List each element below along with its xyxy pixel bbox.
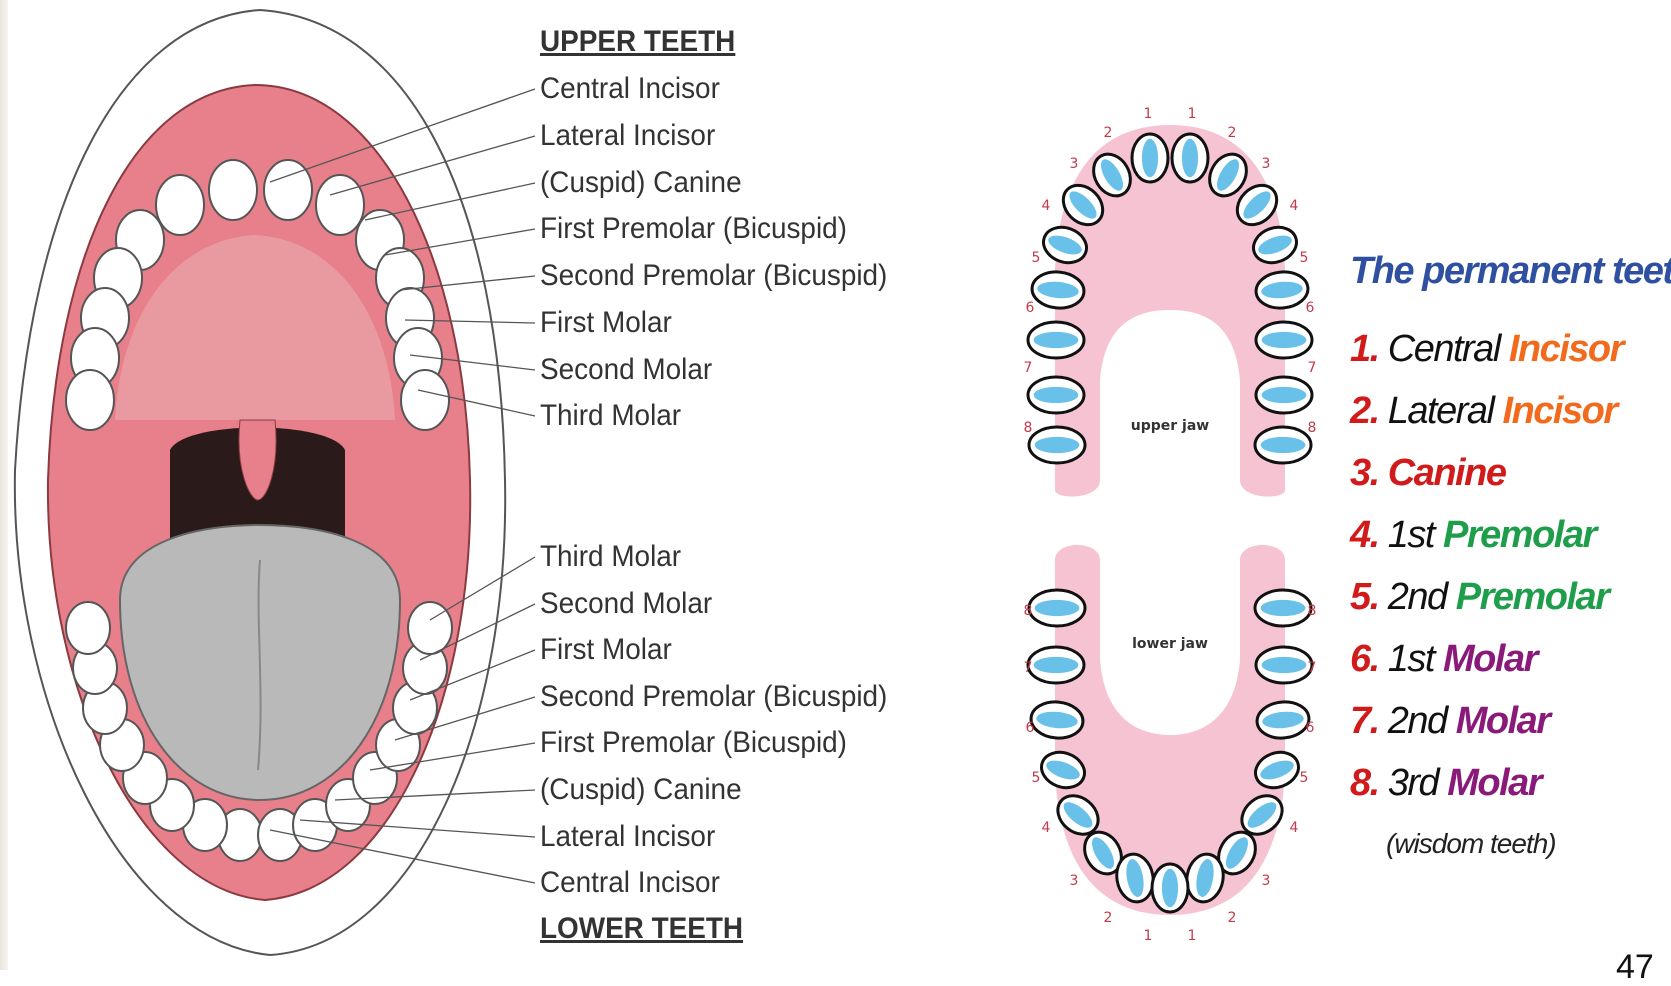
jaw-tooth: [1028, 377, 1084, 413]
jaw-tooth-number: 7: [1024, 360, 1033, 376]
jaw-tooth: [1152, 864, 1188, 912]
legend-item-ordinal: Central: [1379, 328, 1509, 370]
jaw-tooth-number: 4: [1290, 198, 1299, 214]
jaw-tooth: [1132, 134, 1168, 182]
legend-item-8: 8. 3rd Molar: [1350, 764, 1541, 802]
legend-item-ordinal: 1st: [1379, 514, 1443, 556]
jaw-tooth-number: 4: [1290, 820, 1299, 836]
jaw-tooth-number: 5: [1032, 250, 1041, 266]
legend-item-type: Molar: [1456, 700, 1550, 742]
upper-jaw-label: upper jaw: [1131, 418, 1210, 434]
jaw-tooth: [1029, 427, 1085, 463]
jaw-tooth-number: 5: [1300, 250, 1309, 266]
legend-item-3: 3. Canine: [1350, 454, 1505, 492]
legend-item-ordinal: Lateral: [1379, 390, 1503, 432]
legend-item-2: 2. Lateral Incisor: [1350, 392, 1617, 430]
jaw-tooth-number: 5: [1032, 770, 1041, 786]
legend-item-ordinal: 2nd: [1379, 700, 1456, 742]
legend-item-type: Incisor: [1509, 328, 1623, 370]
jaw-tooth: [1256, 647, 1312, 683]
jaw-tooth-number: 3: [1070, 873, 1079, 889]
jaw-tooth-number: 1: [1188, 928, 1197, 944]
legend-note: (wisdom teeth): [1386, 828, 1556, 860]
legend-item-type: Incisor: [1503, 390, 1617, 432]
jaw-tooth-number: 2: [1104, 125, 1113, 141]
legend-item-type: Molar: [1447, 762, 1541, 804]
legend-item-number: 2.: [1350, 390, 1379, 432]
jaw-tooth: [1029, 590, 1085, 626]
legend-item-type: Molar: [1443, 638, 1537, 680]
jaw-tooth-number: 4: [1042, 198, 1051, 214]
jaw-tooth-number: 2: [1104, 910, 1113, 926]
legend-item-type: Premolar: [1443, 514, 1596, 556]
legend-item-number: 3.: [1350, 452, 1379, 494]
legend-item-6: 6. 1st Molar: [1350, 640, 1537, 678]
jaw-tooth-number: 6: [1026, 300, 1035, 316]
jaw-tooth: [1028, 322, 1084, 358]
jaw-tooth: [1172, 134, 1208, 182]
jaw-tooth-number: 6: [1306, 300, 1315, 316]
jaw-tooth-number: 1: [1144, 928, 1153, 944]
upper-jaw-arch: [1055, 125, 1285, 497]
jaw-tooth-number: 3: [1070, 156, 1079, 172]
legend-item-5: 5. 2nd Premolar: [1350, 578, 1608, 616]
legend-item-type: Canine: [1388, 452, 1506, 494]
jaw-tooth-number: 6: [1306, 720, 1315, 736]
jaw-tooth: [1255, 590, 1311, 626]
legend-item-number: 1.: [1350, 328, 1379, 370]
jaw-tooth-number: 2: [1228, 125, 1237, 141]
jaw-tooth-number: 4: [1042, 820, 1051, 836]
legend-item-number: 4.: [1350, 514, 1379, 556]
legend-item-number: 7.: [1350, 700, 1379, 742]
legend-item-ordinal: 2nd: [1379, 576, 1456, 618]
jaw-tooth-number: 3: [1262, 156, 1271, 172]
jaw-tooth-number: 7: [1308, 360, 1317, 376]
jaw-tooth-number: 8: [1024, 420, 1033, 436]
page-number: 47: [1616, 950, 1654, 984]
jaw-tooth: [1256, 322, 1312, 358]
legend-item-4: 4. 1st Premolar: [1350, 516, 1596, 554]
jaw-tooth-number: 2: [1228, 910, 1237, 926]
jaw-tooth-number: 8: [1024, 603, 1033, 619]
jaw-tooth-number: 5: [1300, 770, 1309, 786]
jaw-tooth: [1028, 647, 1084, 683]
legend-item-number: 6.: [1350, 638, 1379, 680]
legend-item-number: 5.: [1350, 576, 1379, 618]
jaw-tooth-number: 8: [1308, 420, 1317, 436]
jaw-tooth: [1255, 427, 1311, 463]
legend-title: The permanent teeth: [1350, 250, 1671, 293]
legend-item-number: 8.: [1350, 762, 1379, 804]
legend-item-type: Premolar: [1456, 576, 1609, 618]
jaw-tooth-number: 7: [1308, 660, 1317, 676]
jaw-tooth-number: 3: [1262, 873, 1271, 889]
legend-item-ordinal: 1st: [1379, 638, 1443, 680]
jaw-tooth-number: 7: [1024, 660, 1033, 676]
jaw-tooth-number: 1: [1188, 106, 1197, 122]
legend-item-1: 1. Central Incisor: [1350, 330, 1623, 368]
jaw-tooth-number: 6: [1026, 720, 1035, 736]
jaw-tooth-number: 1: [1144, 106, 1153, 122]
legend-item-ordinal: 3rd: [1379, 762, 1448, 804]
legend-item-7: 7. 2nd Molar: [1350, 702, 1550, 740]
jaw-tooth-number: 8: [1308, 603, 1317, 619]
jaw-tooth: [1256, 377, 1312, 413]
lower-jaw-label: lower jaw: [1132, 636, 1208, 652]
